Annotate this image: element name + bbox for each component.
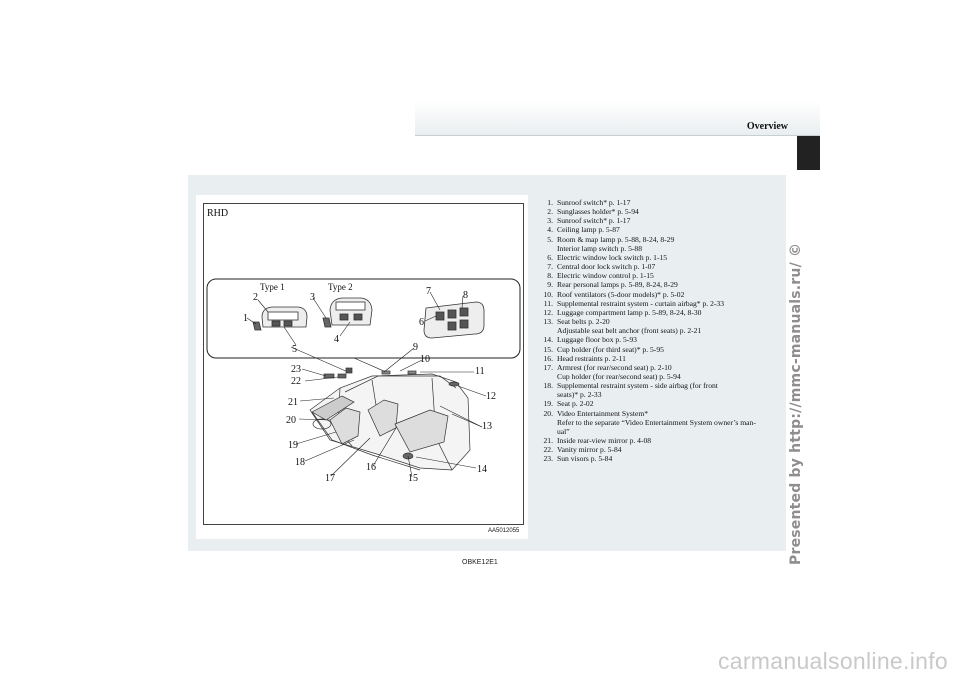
list-item: 18.Supplemental restraint system - side … <box>543 381 718 400</box>
footer-doc-code: OBKE12E1 <box>462 559 498 566</box>
callout-7: 7 <box>426 286 431 297</box>
list-item: 20.Video Entertainment System*Refer to t… <box>543 408 756 436</box>
list-item: 1.Sunroof switch* p. 1-17 <box>547 198 631 207</box>
inset-box <box>206 278 521 359</box>
type2-label: Type 2 <box>328 282 353 292</box>
callout-10: 10 <box>420 354 430 365</box>
callout-12: 12 <box>486 391 496 402</box>
window-switch-illustration <box>423 301 485 339</box>
callout-3: 3 <box>310 292 315 303</box>
list-item: 19.Seat p. 2-02 <box>543 399 594 409</box>
callout-6: 6 <box>419 317 424 328</box>
list-item: 21.Inside rear-view mirror p. 4-08 <box>543 436 652 446</box>
type1-label: Type 1 <box>260 282 285 292</box>
list-item: 22.Vanity mirror p. 5-84 <box>543 445 622 455</box>
callout-1: 1 <box>243 313 248 324</box>
inset-leader-lines <box>246 291 464 373</box>
header-band <box>415 101 820 135</box>
header-divider <box>415 135 820 136</box>
callout-17: 17 <box>325 473 335 484</box>
list-item: 3.Sunroof switch* p. 1-17 <box>547 216 631 226</box>
callout-2: 2 <box>253 292 258 303</box>
callout-16: 16 <box>366 462 376 473</box>
list-item: 7.Central door lock switch p. 1-07 <box>547 262 656 272</box>
page-section-title: Overview <box>746 121 788 132</box>
site-watermark-logo: carmanualsonline.info <box>717 648 948 674</box>
callout-11: 11 <box>475 366 485 377</box>
callout-14: 14 <box>477 464 487 475</box>
callout-23: 23 <box>291 364 301 375</box>
list-item: 17.Armrest (for rear/second seat) p. 2-1… <box>543 362 681 381</box>
main-leader-lines <box>295 347 487 478</box>
callout-group: 1 2 3 4 5 6 7 8 9 10 11 12 13 14 15 16 1… <box>243 286 496 484</box>
callout-5: 5 <box>292 344 297 355</box>
type1-lamp-illustration <box>252 306 308 331</box>
list-item: 2.Sunglasses holder* p. 5-94 <box>547 207 639 217</box>
cabin-cutaway <box>309 367 471 471</box>
list-item: 15.Cup holder (for third seat)* p. 5-95 <box>543 344 664 354</box>
list-item: 12.Luggage compartment lamp p. 5-89, 8-2… <box>543 307 702 317</box>
figure-image-code: AA5012055 <box>488 528 520 534</box>
list-item: 9.Rear personal lamps p. 5-89, 8-24, 8-2… <box>547 280 678 290</box>
callout-20: 20 <box>286 415 296 426</box>
figure-region-label: RHD <box>207 208 229 219</box>
callout-21: 21 <box>288 397 298 408</box>
section-thumb-tab <box>797 136 820 170</box>
component-list: 1.Sunroof switch* p. 1-17 2.Sunglasses h… <box>540 198 784 464</box>
list-item: 6.Electric window lock switch p. 1-15 <box>547 252 668 262</box>
callout-19: 19 <box>288 440 298 451</box>
list-item: 16.Head restraints p. 2-11 <box>543 353 626 363</box>
list-item: 14.Luggage floor box p. 5-93 <box>543 335 637 345</box>
callout-4: 4 <box>334 334 339 345</box>
vertical-watermark: Presented by http://mmc-manuals.ru/ © <box>788 242 804 565</box>
callout-18: 18 <box>295 457 305 468</box>
callout-8: 8 <box>463 290 468 301</box>
callout-22: 22 <box>291 376 301 387</box>
callout-15: 15 <box>408 473 418 484</box>
list-item: 23.Sun visors p. 5-84 <box>543 454 613 464</box>
callout-9: 9 <box>413 342 418 353</box>
callout-13: 13 <box>482 421 492 432</box>
list-item: 4.Ceiling lamp p. 5-87 <box>547 225 620 235</box>
list-item: 10.Roof ventilators (5-door models)* p. … <box>543 289 685 299</box>
figure-border <box>203 203 524 525</box>
list-item: 11.Supplemental restraint system - curta… <box>543 298 725 308</box>
type2-lamp-illustration <box>322 297 373 328</box>
list-item: 8.Electric window control p. 1-15 <box>547 271 654 281</box>
